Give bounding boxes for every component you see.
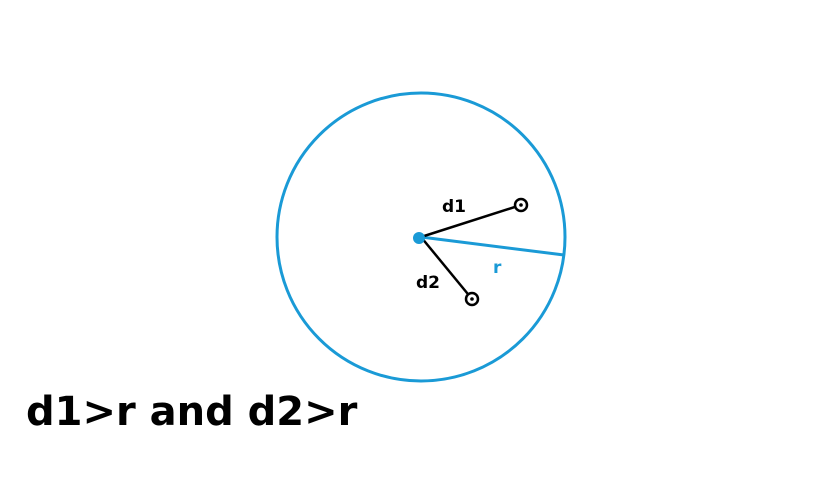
caption: d1>r and d2>r	[26, 389, 358, 435]
radius-segment	[420, 235, 565, 257]
d1-segment	[420, 203, 522, 239]
point-1-marker	[513, 197, 529, 213]
center-point	[413, 232, 425, 244]
r-label: r	[493, 258, 502, 278]
d2-segment	[420, 236, 473, 300]
point-2-marker	[464, 291, 480, 307]
boundary-circle	[275, 91, 567, 383]
d2-label: d2	[416, 273, 440, 293]
d1-label: d1	[442, 197, 466, 217]
